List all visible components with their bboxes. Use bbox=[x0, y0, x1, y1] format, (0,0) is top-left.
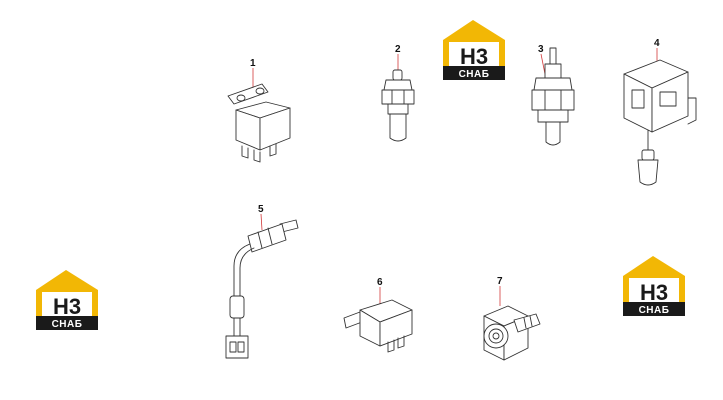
part-7-clamp-sensor: 7 bbox=[483, 276, 541, 361]
part-number-5: 5 bbox=[258, 204, 264, 215]
part-number-3: 3 bbox=[538, 44, 544, 55]
part-1-relay: 1 bbox=[227, 58, 291, 163]
watermark-logo-snab: СНАБ bbox=[459, 69, 490, 80]
watermark-logo-snab: СНАБ bbox=[52, 319, 83, 330]
part-3-sensor: 3 bbox=[531, 44, 575, 146]
part-4-module: 4 bbox=[623, 38, 697, 186]
watermark-logo-h3: H3 bbox=[640, 280, 668, 305]
part-5-sensor-cable: 5 bbox=[225, 204, 299, 359]
watermark-logo-h3: H3 bbox=[53, 294, 81, 319]
watermark-logo-h3: H3 bbox=[460, 44, 488, 69]
part-6-relay: 6 bbox=[343, 277, 413, 353]
part-number-7: 7 bbox=[497, 276, 503, 287]
part-number-6: 6 bbox=[377, 277, 383, 288]
part-number-1: 1 bbox=[250, 58, 256, 69]
part-2-sensor: 2 bbox=[381, 44, 415, 142]
watermark-logo-snab: СНАБ bbox=[639, 305, 670, 316]
watermark-logo-top: H3 СНАБ bbox=[443, 20, 505, 80]
part-number-4: 4 bbox=[654, 38, 660, 49]
watermark-logo-right: H3 СНАБ bbox=[623, 256, 685, 316]
part-number-2: 2 bbox=[395, 44, 401, 55]
watermark-logo-left: H3 СНАБ bbox=[36, 270, 98, 330]
